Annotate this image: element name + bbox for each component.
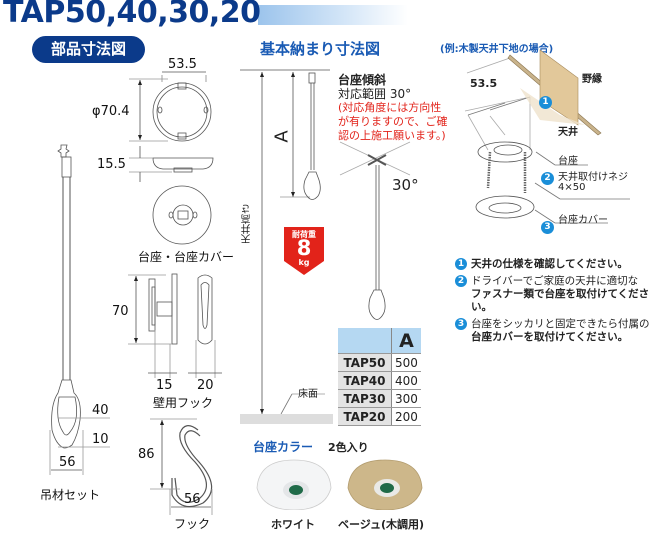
hanger-label: 吊材セット	[40, 488, 101, 502]
isometric-install-drawing	[464, 57, 630, 224]
wall-hook-height-dim: 70	[112, 304, 129, 319]
base-side-view	[129, 146, 214, 182]
color-section-title: 台座カラー	[253, 440, 314, 454]
callout-screw: 天井取付けネジ 4×50	[558, 173, 628, 193]
hanger-rod-drawing	[49, 144, 110, 475]
step-text: ファスナー類で台座を取付けてください。	[471, 288, 650, 313]
callout-base: 台座	[558, 156, 578, 167]
step-number-icon: 2	[455, 275, 467, 287]
step-3-marker: 3	[541, 221, 554, 234]
base-label: 台座・台座カバー	[138, 250, 235, 264]
tilt-range: 対応範囲 30°	[338, 87, 412, 101]
table-header-empty	[338, 328, 392, 354]
basic-dimension-heading: 基本納まり寸法図	[260, 40, 381, 58]
model-cell: TAP30	[338, 389, 392, 408]
step-2-marker: 2	[541, 172, 554, 185]
value-cell: 200	[391, 407, 421, 426]
model-cell: TAP50	[338, 353, 392, 372]
hanger-width-dim: 56	[59, 455, 76, 470]
load-label: 耐荷重	[292, 230, 316, 239]
step-number-icon: 3	[455, 318, 467, 330]
value-cell: 300	[391, 389, 421, 408]
page-title: TAP50,40,30,20	[3, 0, 261, 30]
step-text: 天井の仕様を確認してください。	[471, 258, 628, 270]
tilt-note: (対応角度には方向性 が有りますので、ご確 認の上施工願います。)	[338, 101, 448, 143]
base-height-dim: 15.5	[97, 157, 126, 172]
value-cell: 500	[391, 353, 421, 372]
wall-hook-width-dim: 20	[197, 378, 214, 393]
step-item: 3 台座をシッカリと固定できたら付属の台座カバーを取付けてください。	[455, 318, 670, 344]
tilt-note-line: (対応角度には方向性	[338, 101, 442, 114]
example-note: (例:木製天井下地の場合)	[440, 44, 554, 55]
white-base-swatch	[255, 458, 333, 510]
installation-steps: 1 天井の仕様を確認してください。 2 ドライバーでご家庭の天井に適切なファスナ…	[455, 258, 670, 348]
beige-base-swatch	[346, 458, 424, 510]
tilt-angle: 30°	[392, 176, 419, 194]
dimension-a-label: A	[271, 130, 293, 143]
basic-installation-drawing	[240, 69, 411, 415]
step-text: 台座カバーを取付けてください。	[471, 331, 629, 343]
tilt-title: 台座傾斜	[338, 73, 387, 87]
parts-diagram-heading: 部品寸法図	[32, 36, 145, 63]
model-cell: TAP20	[338, 407, 392, 426]
ceiling-height-label: 天井高さ	[242, 204, 253, 244]
table-header-a: A	[391, 328, 421, 354]
color-name-white: ホワイト	[271, 518, 315, 531]
color-name-beige: ベージュ(木調用)	[338, 518, 425, 531]
hanger-gap-dim: 10	[92, 432, 109, 447]
load-value: 8	[296, 236, 312, 260]
wall-hook-depth-dim: 15	[156, 378, 173, 393]
callout-joist: 野縁	[582, 74, 602, 85]
load-capacity-badge: 耐荷重 8 kg	[284, 227, 324, 275]
step-item: 2 ドライバーでご家庭の天井に適切なファスナー類で台座を取付けてください。	[455, 275, 670, 314]
iso-dim: 53.5	[470, 77, 498, 90]
hook-label: フック	[174, 517, 211, 531]
step-item: 1 天井の仕様を確認してください。	[455, 258, 670, 271]
base-top-view	[129, 71, 212, 142]
floor-slab	[240, 414, 333, 424]
table-header-row: A	[338, 328, 421, 354]
base-diameter-dim: φ70.4	[92, 104, 130, 119]
wall-hook-label: 壁用フック	[153, 396, 214, 410]
hanger-inner-dim: 40	[92, 403, 109, 418]
load-unit: kg	[298, 258, 310, 267]
model-cell: TAP40	[338, 371, 392, 390]
base-width-dim: 53.5	[168, 57, 197, 72]
hook-width-dim: 56	[184, 492, 201, 507]
value-cell: 400	[391, 371, 421, 390]
hook-height-dim: 86	[138, 447, 155, 462]
title-band	[258, 5, 408, 25]
callout-ceiling: 天井	[558, 127, 578, 138]
step-text: 台座をシッカリと固定できたら付属の	[471, 318, 650, 330]
tilt-note-line: 認の上施工願います。)	[338, 129, 446, 142]
tilt-note-line: が有りますので、ご確	[338, 115, 448, 128]
step-text: ドライバーでご家庭の天井に適切な	[471, 275, 639, 287]
floor-label: 床面	[298, 389, 318, 400]
s-hook-drawing	[150, 418, 213, 515]
color-count: 2色入り	[328, 441, 369, 454]
wall-hook-drawing	[128, 273, 222, 378]
callout-screw-name: 天井取付けネジ	[558, 172, 628, 183]
callout-cover: 台座カバー	[558, 215, 608, 226]
base-cover-view	[152, 185, 212, 245]
callout-screw-size: 4×50	[558, 182, 586, 193]
step-1-marker: 1	[539, 96, 552, 109]
step-number-icon: 1	[455, 258, 467, 270]
